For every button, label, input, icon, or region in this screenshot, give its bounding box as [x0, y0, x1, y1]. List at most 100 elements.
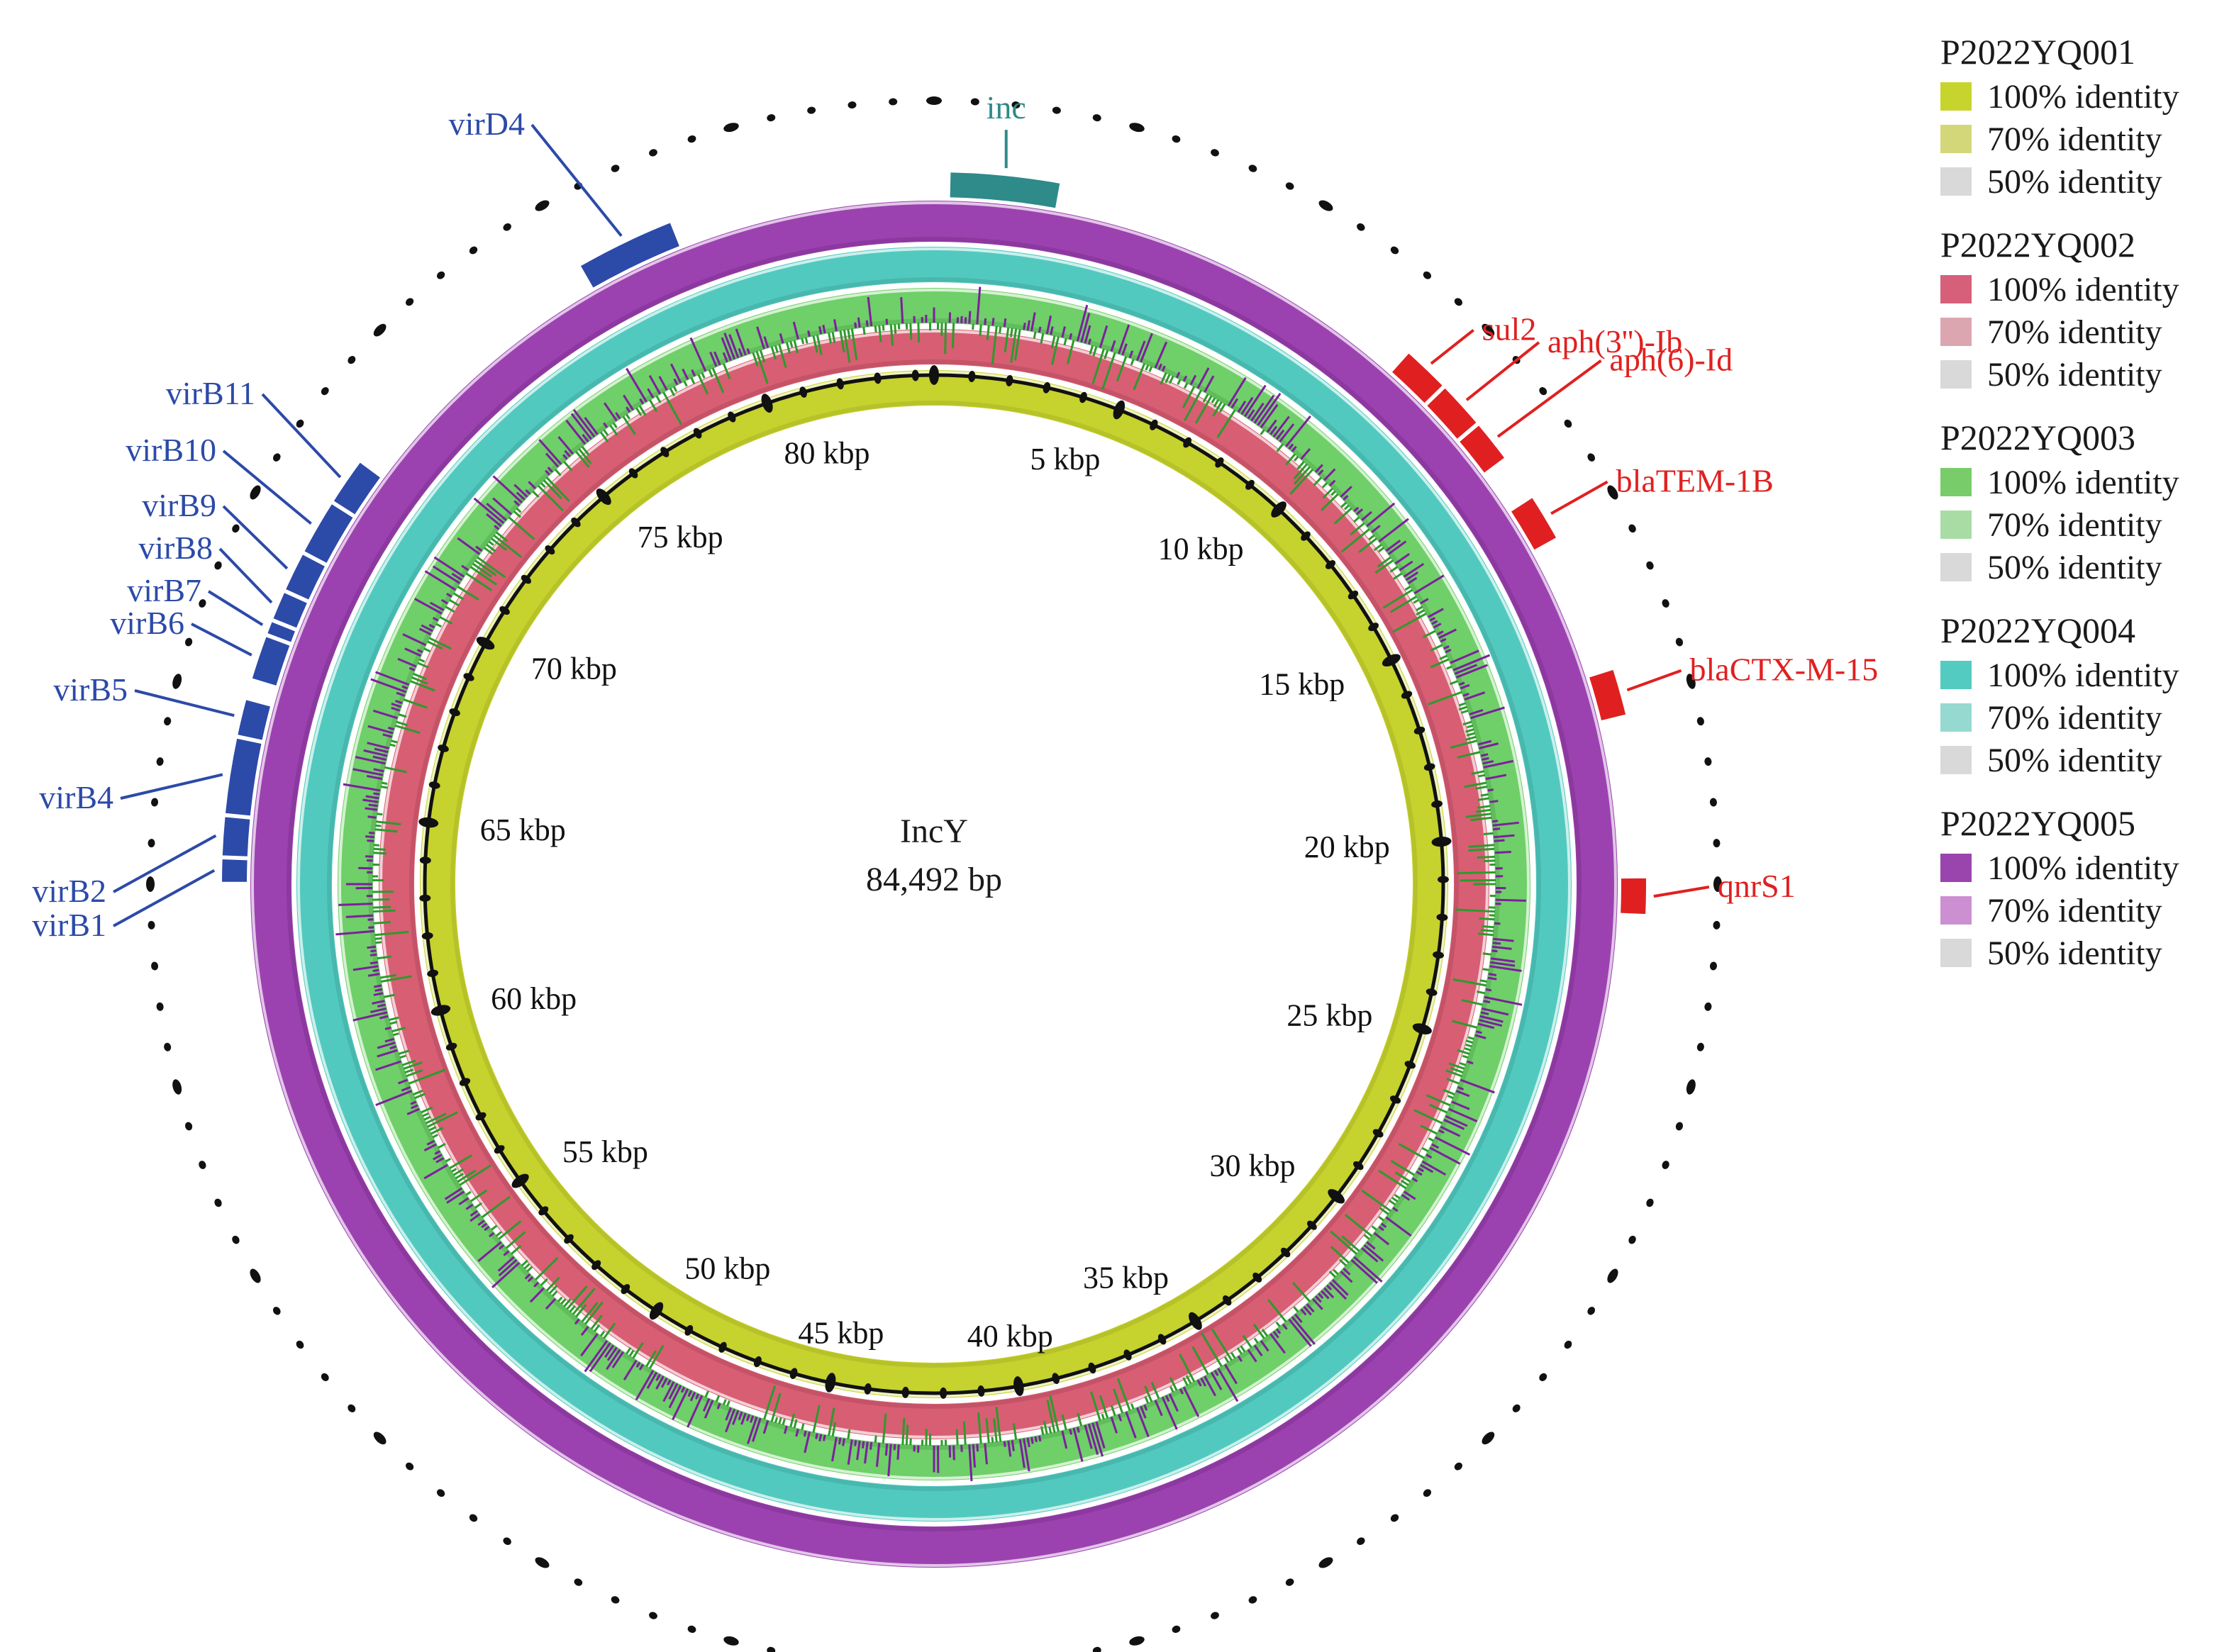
gene-label: virB5	[53, 671, 128, 708]
gc-skew-bar	[687, 1395, 704, 1428]
gc-skew-bar	[1475, 1030, 1482, 1034]
identity-ring-outer-edge	[338, 289, 1530, 1480]
gc-skew-bar	[575, 450, 590, 468]
gc-skew-bar	[473, 497, 505, 525]
gc-skew-bar	[1061, 1430, 1068, 1449]
gc-skew-bar	[884, 1444, 889, 1456]
gc-skew-bar	[1411, 1177, 1418, 1183]
gene-leader-line	[1626, 669, 1682, 692]
outer-tick-dot	[272, 1307, 281, 1315]
gc-skew-bar	[838, 1437, 842, 1445]
gc-skew-bar	[745, 1414, 750, 1422]
gc-skew-bar	[1343, 504, 1350, 510]
outer-tick-dot	[373, 323, 387, 337]
gc-skew-bar	[854, 1440, 857, 1446]
legend-label: 70% identity	[1987, 506, 2162, 544]
gc-skew-bar	[1350, 522, 1365, 536]
gc-skew-bar	[1182, 375, 1188, 382]
gc-skew-bar	[409, 1068, 446, 1085]
gc-skew-bar	[372, 905, 391, 909]
outer-tick-dot	[1662, 1161, 1669, 1169]
gc-skew-bar	[1490, 961, 1516, 967]
gc-skew-bar	[374, 937, 382, 940]
gc-skew-bar	[1113, 1388, 1124, 1414]
gc-skew-bar	[986, 325, 990, 340]
gc-skew-bar	[1285, 453, 1296, 466]
gc-skew-bar	[804, 337, 808, 344]
gc-skew-bar	[1460, 709, 1469, 714]
gc-skew-bar	[1476, 808, 1491, 813]
gc-skew-bar	[338, 903, 373, 906]
gc-skew-bar	[575, 1304, 587, 1318]
gc-skew-bar	[1204, 1375, 1217, 1397]
gc-skew-bar	[430, 1127, 444, 1135]
gc-skew-bar	[708, 369, 713, 378]
gc-skew-bar	[752, 1417, 762, 1442]
gc-skew-bar	[1130, 1403, 1135, 1410]
legend-row: 100% identity	[1940, 847, 2224, 889]
gc-skew-bar	[1306, 1303, 1315, 1313]
gc-skew-bar	[1293, 466, 1311, 485]
gc-skew-bar	[1465, 735, 1477, 741]
outer-tick-dot	[1318, 200, 1333, 211]
gc-skew-bar	[972, 1444, 977, 1468]
gc-skew-bar	[1288, 1318, 1312, 1347]
gc-skew-bar	[513, 484, 528, 498]
legend-label: 70% identity	[1987, 698, 2162, 737]
gc-skew-bar	[670, 363, 682, 384]
gc-skew-bar	[1446, 665, 1452, 670]
gc-skew-bar	[1353, 1256, 1383, 1283]
gc-skew-bar	[623, 394, 634, 411]
gc-skew-bar	[1403, 1190, 1416, 1200]
gc-skew-bar	[732, 1410, 740, 1425]
gc-skew-bar	[818, 326, 823, 335]
outer-tick-dot	[535, 200, 550, 211]
outer-tick-dot	[151, 961, 159, 971]
gc-skew-bar	[1321, 493, 1339, 511]
center-name: IncY	[900, 813, 968, 850]
identity-ring-P2022YQ005	[250, 201, 1618, 1568]
gc-skew-bar	[1257, 393, 1282, 426]
backbone-minor-tick	[789, 1368, 798, 1380]
scale-label-35kbp: 35 kbp	[1083, 1261, 1169, 1295]
gc-skew-bar	[483, 547, 494, 555]
outer-tick-dot	[406, 298, 414, 306]
gc-skew-bar	[704, 1400, 714, 1419]
gc-skew-bar	[523, 1263, 530, 1270]
outer-tick-dot	[1696, 717, 1704, 726]
gc-skew-bar	[1007, 1440, 1012, 1457]
gc-skew-bar	[392, 1032, 399, 1037]
gc-skew-bar	[423, 1115, 431, 1121]
gene-leader-line	[1550, 480, 1608, 515]
gc-skew-bar	[565, 419, 587, 445]
gc-skew-bar	[377, 955, 391, 960]
outer-tick-dot	[321, 386, 329, 396]
gc-skew-bar	[1125, 1411, 1137, 1439]
gc-skew-bar	[1416, 1171, 1423, 1176]
gc-skew-bar	[1009, 328, 1013, 337]
gc-skew-bar	[1300, 1308, 1307, 1316]
backbone-minor-tick	[1353, 1161, 1364, 1171]
gc-skew-bar	[1431, 1143, 1440, 1149]
gc-skew-bar	[486, 543, 496, 552]
gc-skew-bar	[1368, 534, 1375, 541]
backbone-major-tick	[476, 637, 495, 650]
gc-skew-bar	[427, 1111, 458, 1128]
gc-skew-bar	[394, 724, 421, 735]
gc-skew-bar	[1451, 1100, 1470, 1110]
legend-row: 100% identity	[1940, 75, 2224, 118]
gc-skew-bar	[847, 1439, 853, 1465]
gc-skew-bar	[1140, 1405, 1147, 1419]
backbone-minor-tick	[1326, 560, 1335, 569]
gc-skew-bar	[1353, 506, 1360, 513]
gc-skew-bar	[384, 1026, 391, 1030]
gc-skew-bar	[465, 1190, 472, 1196]
gc-skew-bar	[1077, 1412, 1083, 1427]
gc-skew-bar	[1460, 683, 1470, 690]
gc-skew-bar	[985, 1418, 990, 1444]
gc-skew-bar	[374, 828, 398, 833]
gc-skew-bar	[812, 335, 818, 353]
gc-skew-bar	[1420, 598, 1429, 605]
gc-skew-bar	[1467, 1036, 1474, 1040]
gc-skew-bar	[1353, 516, 1360, 523]
